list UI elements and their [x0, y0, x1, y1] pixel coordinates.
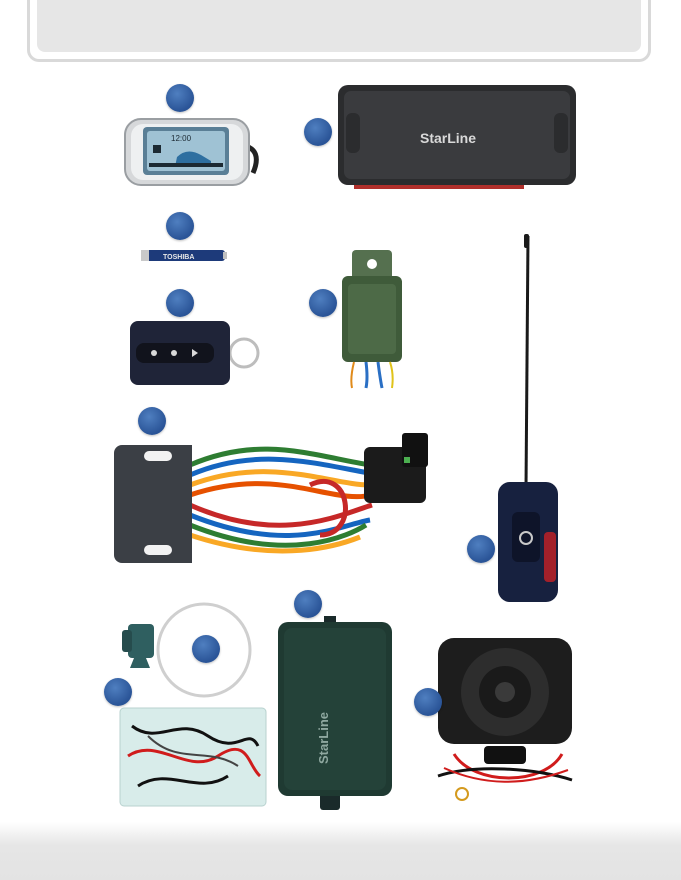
- battery-label: TOSHIBA: [163, 254, 194, 261]
- siren-image: [434, 636, 576, 806]
- immobilizer-icon: StarLine: [276, 616, 396, 812]
- component-marker: [192, 635, 220, 663]
- control-unit-image: StarLine: [336, 83, 580, 193]
- battery-image: TOSHIBA: [139, 245, 229, 265]
- component-marker: [104, 678, 132, 706]
- component-marker: [304, 118, 332, 146]
- remote-clock-text: 12:00: [171, 134, 192, 143]
- immobilizer-brand: StarLine: [316, 712, 331, 764]
- component-marker: [166, 84, 194, 112]
- antenna-icon: [492, 232, 564, 606]
- battery-icon: TOSHIBA: [139, 245, 229, 265]
- lcd-remote-icon: 12:00: [123, 115, 268, 187]
- control-unit-icon: StarLine: [336, 83, 580, 193]
- page-footer-band: [0, 822, 681, 880]
- component-marker: [166, 289, 194, 317]
- wires-bag-icon: [118, 706, 268, 808]
- wiring-harness-icon: [110, 425, 440, 567]
- component-marker: [138, 407, 166, 435]
- component-marker: [309, 289, 337, 317]
- component-marker: [414, 688, 442, 716]
- component-marker: [294, 590, 322, 618]
- siren-icon: [434, 636, 576, 806]
- page-header-band: [37, 0, 641, 52]
- component-marker: [166, 212, 194, 240]
- immobilizer-module-image: StarLine: [276, 616, 396, 812]
- lcd-remote-image: 12:00: [123, 115, 268, 187]
- loop-antenna-icon: [120, 600, 254, 704]
- component-marker: [467, 535, 495, 563]
- installation-kit-image: [118, 706, 268, 808]
- harness-image: [110, 425, 440, 567]
- page-header-frame: [27, 0, 651, 62]
- transponder-loop-image: [120, 600, 254, 704]
- key-fob-image: [128, 317, 264, 387]
- control-unit-brand: StarLine: [420, 130, 476, 146]
- relay-image: [334, 248, 410, 390]
- relay-icon: [334, 248, 410, 390]
- key-fob-icon: [128, 317, 264, 387]
- antenna-module-image: [492, 232, 564, 606]
